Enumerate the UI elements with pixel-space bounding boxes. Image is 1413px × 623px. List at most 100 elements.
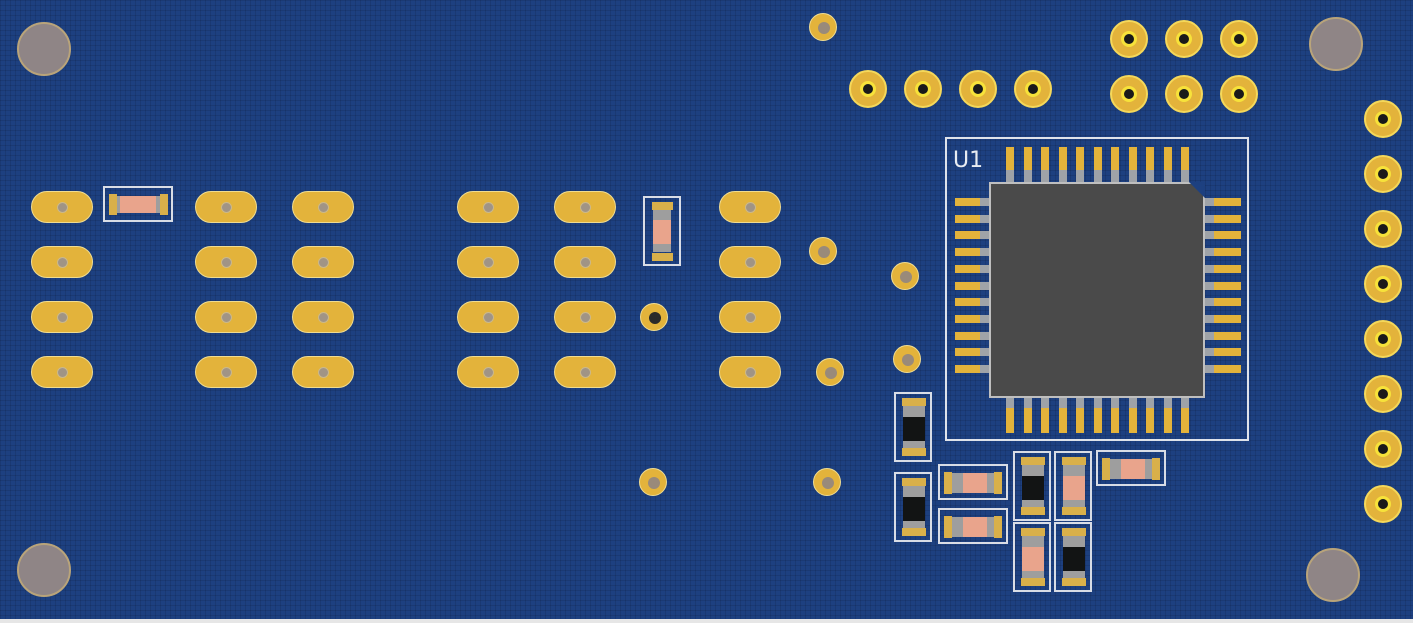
ic-pin-lead[interactable] [980,331,990,340]
header-pad[interactable] [959,70,997,108]
oval-through-hole-pad[interactable] [554,356,616,388]
header-pad[interactable] [1014,70,1052,108]
ic-pin-top[interactable] [1006,147,1014,173]
smd-component[interactable] [938,464,1008,500]
ic-pin-lead[interactable] [980,214,990,223]
smd-component[interactable] [894,472,932,542]
ic-pin-left[interactable] [955,365,983,373]
header-pad[interactable] [1220,20,1258,58]
oval-through-hole-pad[interactable] [292,246,354,278]
header-pad[interactable] [1364,155,1402,193]
oval-through-hole-pad[interactable] [719,246,781,278]
oval-through-hole-pad[interactable] [719,191,781,223]
header-pad[interactable] [1220,75,1258,113]
ic-pin-lead[interactable] [1204,314,1214,323]
ic-pin-lead[interactable] [980,281,990,290]
via[interactable] [816,358,844,386]
ic-pin-bottom[interactable] [1006,401,1014,433]
ic-pin-right[interactable] [1211,331,1241,340]
ic-pin-left[interactable] [955,231,983,240]
ic-pin-right[interactable] [1211,264,1241,273]
via-dark[interactable] [640,303,668,331]
mounting-hole-top-right[interactable] [1309,17,1363,71]
ic-pin-lead[interactable] [980,365,990,373]
ic-pin-left[interactable] [955,214,983,223]
ic-pin-top[interactable] [1023,147,1032,173]
ic-pin-right[interactable] [1211,298,1241,307]
ic-pin-top[interactable] [1111,147,1119,173]
ic-pin-lead[interactable] [1041,398,1049,408]
oval-through-hole-pad[interactable] [457,301,519,333]
header-pad[interactable] [1364,265,1402,303]
ic-pin-lead[interactable] [1146,170,1154,182]
oval-through-hole-pad[interactable] [292,191,354,223]
ic-pin-right[interactable] [1211,198,1241,206]
ic-pin-top[interactable] [1146,147,1154,173]
ic-pin-bottom[interactable] [1058,401,1067,433]
oval-through-hole-pad[interactable] [292,356,354,388]
mounting-hole-bottom-right[interactable] [1306,548,1360,602]
smd-component[interactable] [1013,451,1051,521]
oval-through-hole-pad[interactable] [195,191,257,223]
via[interactable] [891,262,919,290]
ic-pin-bottom[interactable] [1023,401,1032,433]
ic-pin-lead[interactable] [1058,170,1067,182]
header-pad[interactable] [849,70,887,108]
via[interactable] [809,237,837,265]
ic-pin-lead[interactable] [1204,248,1214,257]
header-pad[interactable] [1110,20,1148,58]
oval-through-hole-pad[interactable] [195,246,257,278]
ic-pin-lead[interactable] [1204,214,1214,223]
oval-through-hole-pad[interactable] [457,356,519,388]
ic-pin-bottom[interactable] [1093,401,1102,433]
ic-pin-left[interactable] [955,264,983,273]
ic-pin-right[interactable] [1211,365,1241,373]
smd-component[interactable] [1013,522,1051,592]
ic-pin-lead[interactable] [1204,331,1214,340]
ic-pin-lead[interactable] [1128,398,1137,408]
oval-through-hole-pad[interactable] [457,246,519,278]
ic-pin-lead[interactable] [1204,231,1214,240]
ic-pin-lead[interactable] [1163,170,1172,182]
ic-pin-top[interactable] [1076,147,1084,173]
oval-through-hole-pad[interactable] [554,191,616,223]
oval-through-hole-pad[interactable] [457,191,519,223]
ic-pin-lead[interactable] [1023,398,1032,408]
ic-pin-lead[interactable] [1204,264,1214,273]
ic-pin-left[interactable] [955,198,983,206]
ic-pin-lead[interactable] [1023,170,1032,182]
via[interactable] [639,468,667,496]
smd-component[interactable] [894,392,932,462]
ic-pin-lead[interactable] [980,298,990,307]
ic-pin-lead[interactable] [1204,198,1214,206]
ic-u1-package[interactable] [989,182,1205,398]
ic-pin-bottom[interactable] [1128,401,1137,433]
ic-pin-lead[interactable] [1111,398,1119,408]
resistor-r2[interactable] [643,196,681,266]
header-pad[interactable] [1364,375,1402,413]
ic-pin-bottom[interactable] [1076,401,1084,433]
smd-component[interactable] [1096,450,1166,486]
ic-pin-top[interactable] [1128,147,1137,173]
resistor-r1[interactable] [103,186,173,222]
header-pad[interactable] [1364,320,1402,358]
ic-pin-lead[interactable] [980,314,990,323]
header-pad[interactable] [1364,430,1402,468]
header-pad[interactable] [1364,210,1402,248]
header-pad[interactable] [1165,20,1203,58]
oval-through-hole-pad[interactable] [31,356,93,388]
header-pad[interactable] [904,70,942,108]
oval-through-hole-pad[interactable] [31,246,93,278]
ic-pin-bottom[interactable] [1163,401,1172,433]
via[interactable] [813,468,841,496]
ic-pin-lead[interactable] [1204,348,1214,357]
ic-pin-lead[interactable] [1006,170,1014,182]
ic-pin-lead[interactable] [1146,398,1154,408]
ic-pin-top[interactable] [1163,147,1172,173]
smd-component[interactable] [1054,451,1092,521]
ic-pin-left[interactable] [955,298,983,307]
header-pad[interactable] [1110,75,1148,113]
ic-pin-right[interactable] [1211,281,1241,290]
oval-through-hole-pad[interactable] [554,246,616,278]
